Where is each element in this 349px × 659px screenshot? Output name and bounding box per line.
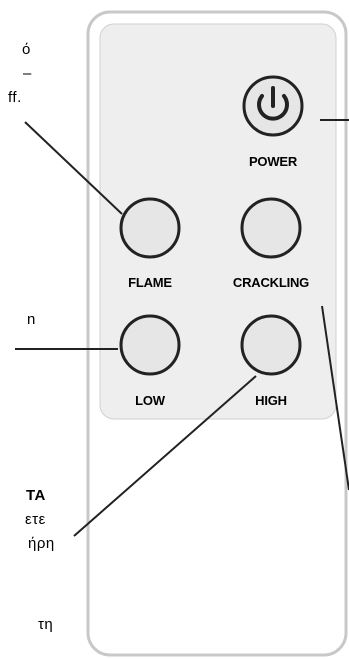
callout-line-flame xyxy=(24,121,123,215)
callout-text-bottom-bold: TA xyxy=(26,487,46,504)
power-label: POWER xyxy=(248,154,298,169)
high-button[interactable] xyxy=(240,314,302,376)
flame-button[interactable] xyxy=(119,197,181,259)
flame-label: FLAME xyxy=(128,275,172,290)
callout-text-top-2: – xyxy=(23,65,32,82)
callout-text-top-3: ff. xyxy=(8,89,22,106)
callout-line-crackling xyxy=(321,305,349,491)
callout-text-bottom-3: τη xyxy=(38,616,54,633)
crackling-button[interactable] xyxy=(240,197,302,259)
low-button[interactable] xyxy=(119,314,181,376)
high-label: HIGH xyxy=(255,393,287,408)
low-label: LOW xyxy=(135,393,165,408)
callout-line-high xyxy=(73,375,257,537)
callout-text-bottom-2: ήρη xyxy=(28,535,55,552)
callout-text-top-1: ό xyxy=(22,41,31,58)
callout-text-mid: n xyxy=(27,311,36,328)
callout-text-bottom-1: ετε xyxy=(25,511,46,528)
crackling-label: CRACKLING xyxy=(232,275,310,290)
power-icon xyxy=(257,86,289,121)
